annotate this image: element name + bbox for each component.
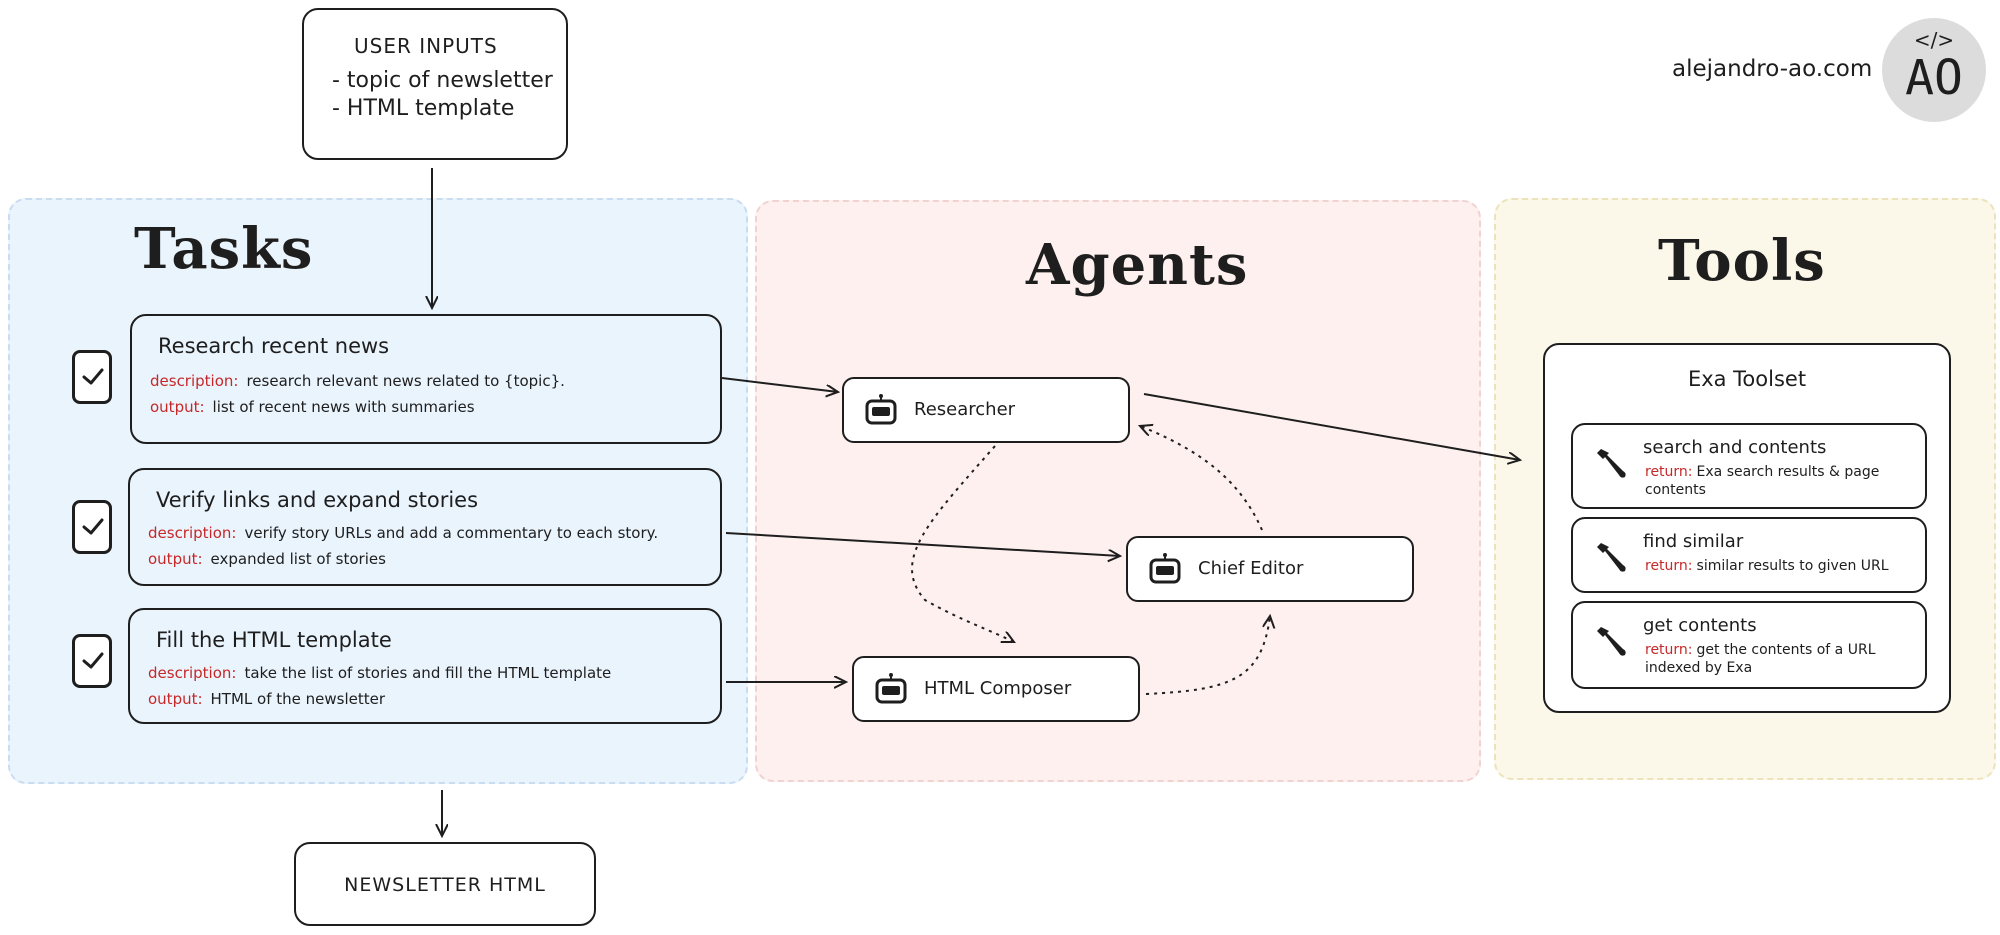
newsletter-html-label: NEWSLETTER HTML — [344, 874, 546, 896]
tool-find-similar[interactable]: find similar return:similar results to g… — [1571, 517, 1927, 593]
toolset-title: Exa Toolset — [1687, 367, 1807, 391]
arrow-icon — [721, 377, 838, 392]
task-output: output:list of recent news with summarie… — [150, 398, 475, 416]
task-fill-template: Fill the HTML template description:take … — [128, 608, 722, 724]
agent-label: Researcher — [914, 399, 1016, 420]
wrench-icon — [1597, 543, 1626, 572]
tools-title: Tools — [1658, 228, 1826, 294]
tool-search-and-contents[interactable]: search and contents return:Exa search re… — [1571, 423, 1927, 509]
agent-label: Chief Editor — [1198, 558, 1304, 579]
tool-name: get contents — [1643, 615, 1757, 636]
task-research: Research recent news description:researc… — [130, 314, 722, 444]
agent-chief-editor[interactable]: Chief Editor — [1126, 536, 1414, 602]
arrow-icon — [1145, 616, 1270, 695]
wrench-icon — [1597, 627, 1626, 656]
tool-get-contents[interactable]: get contents return:get the contents of … — [1571, 601, 1927, 689]
robot-icon — [865, 394, 897, 425]
task-description: description:research relevant news relat… — [150, 372, 565, 390]
task-output: output:expanded list of stories — [148, 550, 386, 568]
arrow-icon — [1143, 393, 1520, 460]
agent-label: HTML Composer — [924, 678, 1072, 699]
checkbox-checked-icon[interactable] — [72, 350, 112, 404]
robot-icon — [1149, 553, 1181, 584]
task-title: Research recent news — [158, 334, 390, 358]
robot-icon — [875, 673, 907, 704]
agents-title: Agents — [1026, 232, 1249, 298]
tasks-title: Tasks — [134, 216, 314, 282]
tool-name: find similar — [1643, 531, 1744, 552]
agent-researcher[interactable]: Researcher — [842, 377, 1130, 443]
task-description: description:take the list of stories and… — [148, 664, 612, 682]
tool-return: return:get the contents of a URL indexed… — [1645, 642, 1876, 676]
user-inputs-title: USER INPUTS — [354, 34, 498, 58]
task-description: description:verify story URLs and add a … — [148, 524, 659, 542]
user-input-topic: - topic of newsletter — [332, 68, 553, 93]
brand-site[interactable]: alejandro-ao.com — [1672, 56, 1873, 82]
task-output: output:HTML of the newsletter — [148, 690, 386, 708]
user-inputs-box: USER INPUTS - topic of newsletter - HTML… — [302, 8, 568, 160]
tool-return: return:Exa search results & page content… — [1645, 464, 1880, 498]
tool-name: search and contents — [1643, 437, 1827, 458]
wrench-icon — [1597, 449, 1626, 478]
arrow-icon — [1140, 426, 1263, 531]
checkbox-checked-icon[interactable] — [72, 500, 112, 554]
arrow-icon — [911, 445, 1014, 642]
task-title: Verify links and expand stories — [156, 488, 479, 512]
exa-toolset: Exa Toolset search and contents return:E… — [1543, 343, 1951, 713]
agent-html-composer[interactable]: HTML Composer — [852, 656, 1140, 722]
arrow-icon — [725, 532, 1120, 556]
user-input-template: - HTML template — [332, 96, 515, 121]
task-title: Fill the HTML template — [156, 628, 392, 652]
tool-return: return:similar results to given URL — [1645, 558, 1889, 574]
checkbox-checked-icon[interactable] — [72, 634, 112, 688]
task-verify-links: Verify links and expand stories descript… — [128, 468, 722, 586]
brand-badge: </> AO — [1882, 18, 1986, 122]
newsletter-html-box: NEWSLETTER HTML — [294, 842, 596, 926]
code-icon: </> — [1913, 28, 1955, 52]
brand-initials: AO — [1905, 50, 1963, 106]
